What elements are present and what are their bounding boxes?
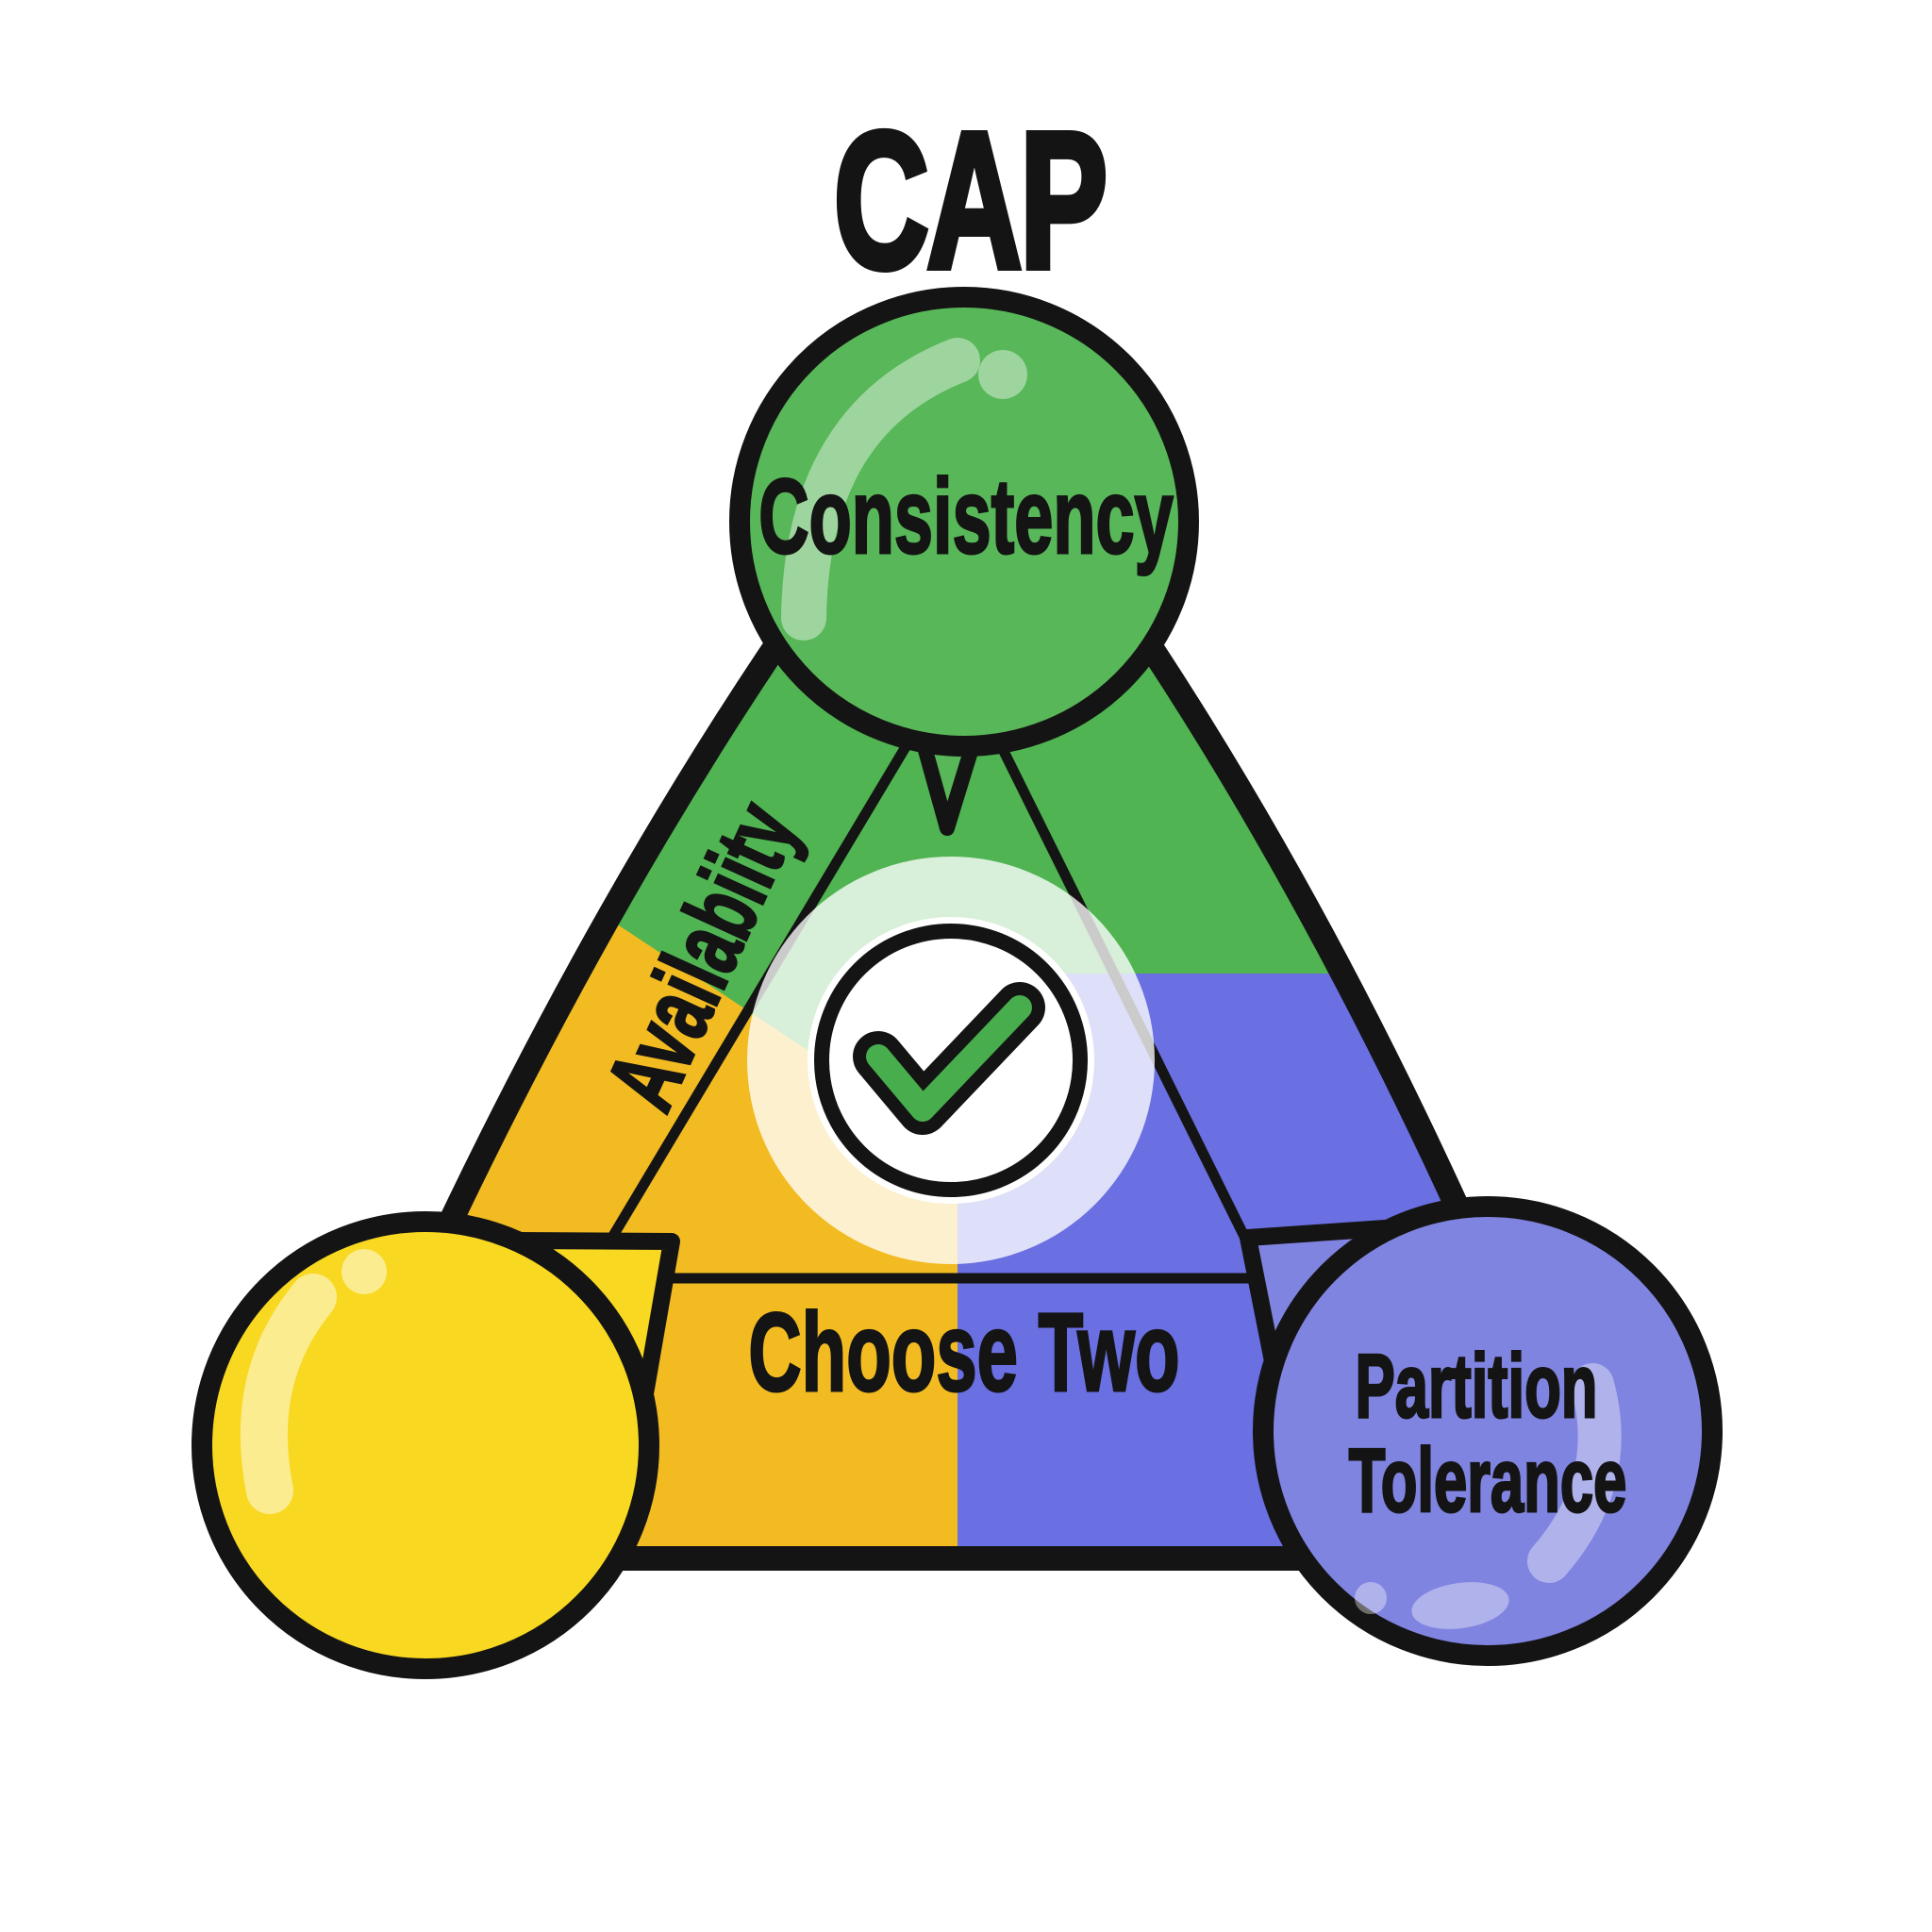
- availability-bubble-highlight-dot: [341, 1249, 387, 1294]
- page-title: CAP: [834, 92, 1106, 308]
- partition-bubble-circle: [1253, 1196, 1723, 1666]
- consistency-bubble: Consistency: [729, 287, 1199, 836]
- check-icon: [853, 982, 1045, 1135]
- availability-bubble: [192, 1211, 680, 1679]
- consistency-bubble-highlight-dot: [978, 350, 1027, 399]
- partition-bubble-highlight-blob: [1411, 1582, 1509, 1629]
- availability-bubble-highlight: [240, 1274, 337, 1514]
- choose-two-label: Choose Two: [748, 1291, 1179, 1415]
- center-badge: [747, 857, 1155, 1264]
- partition-bubble-highlight-dot: [1355, 1582, 1387, 1614]
- consistency-bubble-highlight: [781, 338, 980, 641]
- partition-bubble-highlight: [1527, 1363, 1622, 1583]
- partition-tolerance-bubble: Partition Tolerance: [1240, 1196, 1723, 1666]
- partition-label-line2: Tolerance: [1349, 1430, 1627, 1531]
- consistency-bubble-circle: [729, 287, 1199, 757]
- partition-label-line1: Partition: [1356, 1336, 1598, 1437]
- consistency-label: Consistency: [758, 458, 1174, 576]
